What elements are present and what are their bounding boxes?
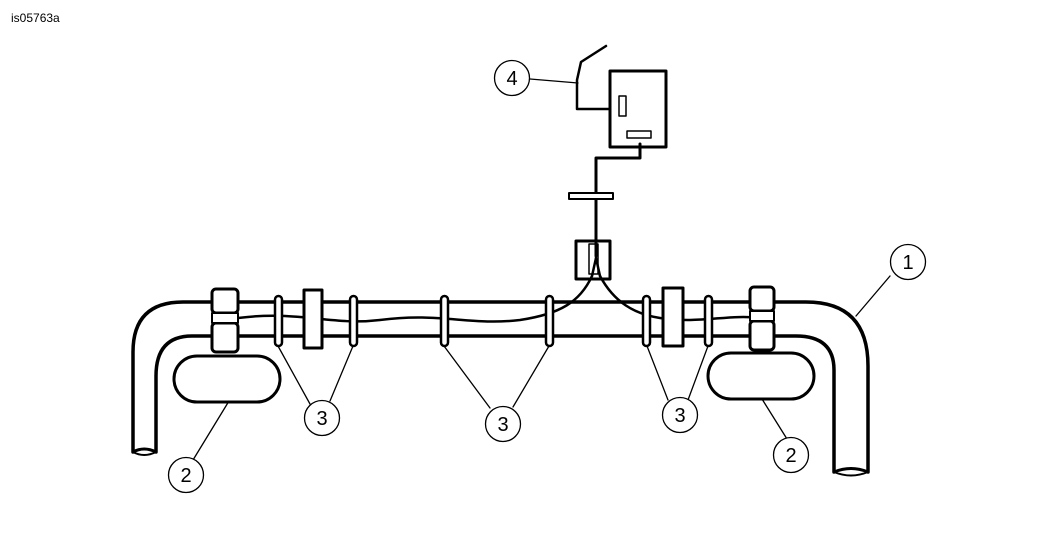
callout-2-right: 2 xyxy=(772,436,810,474)
callout-3-left: 3 xyxy=(303,399,341,437)
grip-right xyxy=(748,285,776,352)
callout-2-right-label: 2 xyxy=(785,445,796,467)
heater-element-right xyxy=(706,351,816,401)
clamp-left xyxy=(302,288,324,350)
callout-1-label: 1 xyxy=(902,252,913,274)
leader-lines xyxy=(192,78,891,461)
callout-3-right: 3 xyxy=(661,396,699,434)
callout-1: 1 xyxy=(889,243,927,281)
callout-4-label: 4 xyxy=(506,68,517,90)
figure-id: is05763a xyxy=(11,11,60,25)
grip-left xyxy=(210,287,240,354)
callout-3-right-label: 3 xyxy=(674,405,685,427)
callout-3-center-label: 3 xyxy=(497,414,508,436)
callout-3-center: 3 xyxy=(484,405,522,443)
heater-element-left xyxy=(172,354,282,404)
handlebar-tube xyxy=(131,300,870,477)
callout-2-left: 2 xyxy=(167,456,205,494)
clamp-right xyxy=(661,286,685,348)
connector-lead xyxy=(568,142,642,281)
callout-4: 4 xyxy=(493,59,531,97)
callout-3-left-label: 3 xyxy=(316,408,327,430)
callout-2-left-label: 2 xyxy=(180,465,191,487)
control-module xyxy=(575,44,668,149)
